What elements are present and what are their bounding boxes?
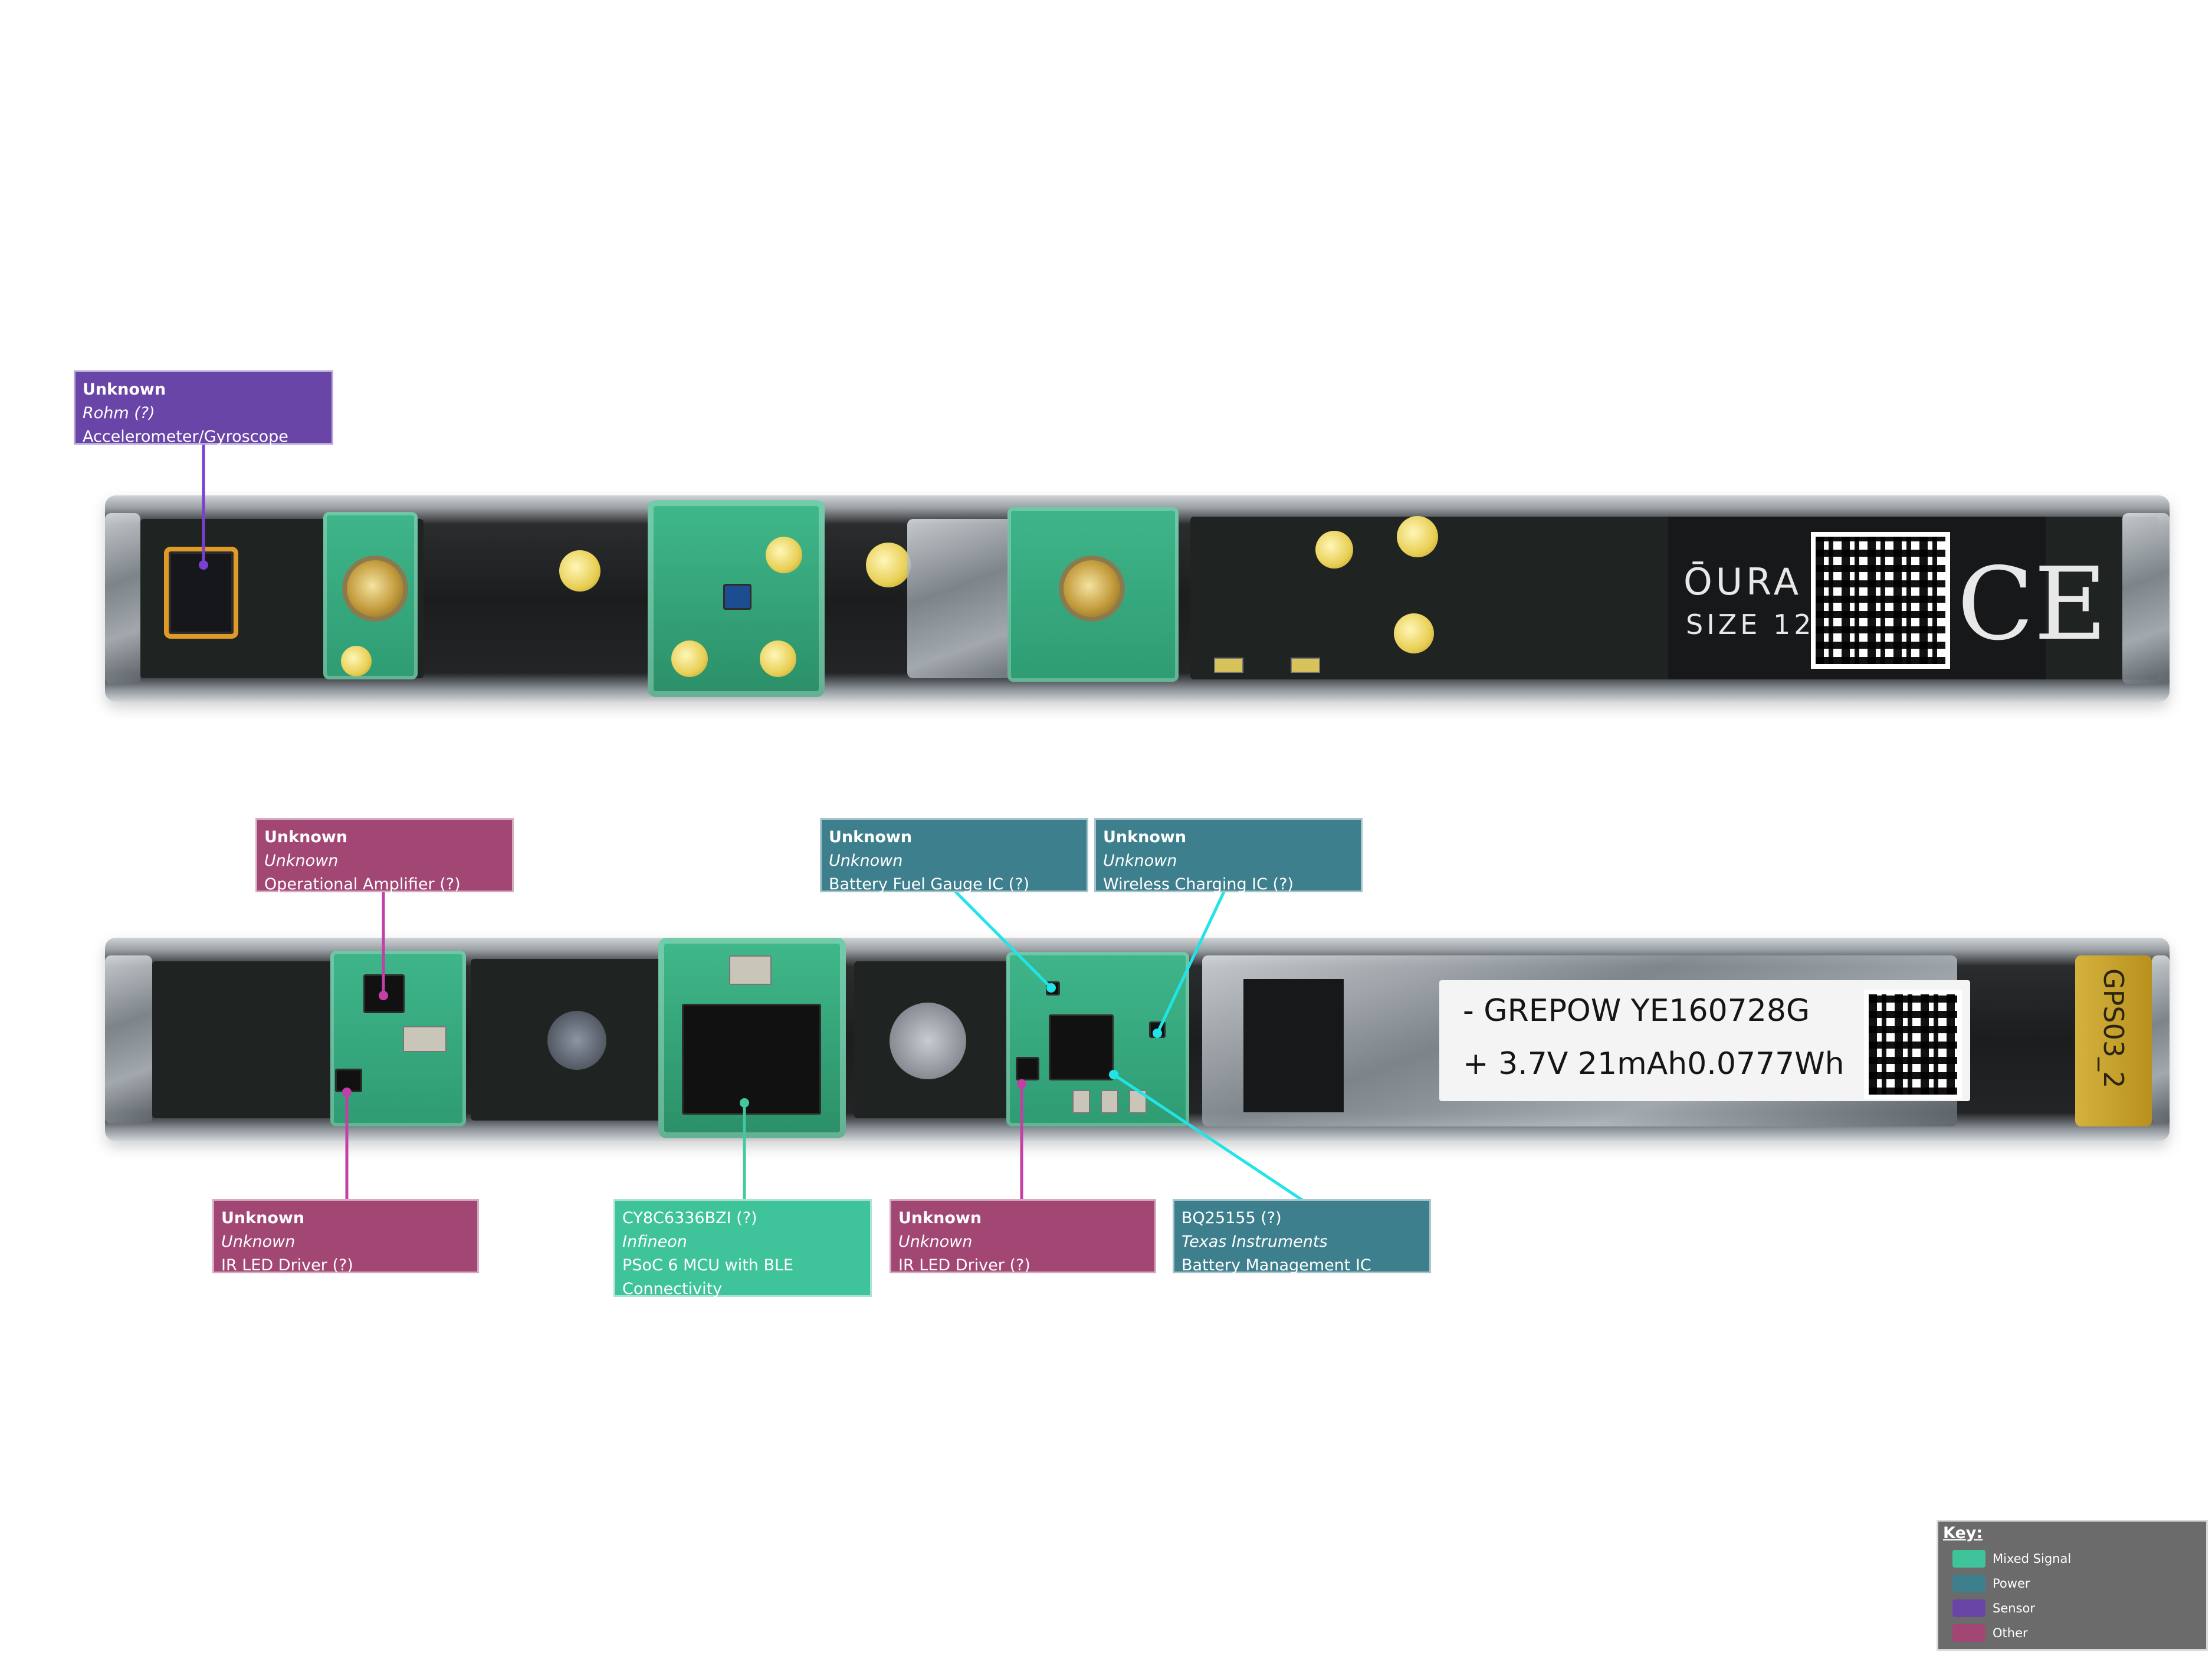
ce-mark: CE <box>1957 546 2108 663</box>
wireless-charging-chip <box>1149 1021 1166 1038</box>
key-item-other: Other <box>1952 1623 2028 1643</box>
top-pad-2 <box>559 550 600 592</box>
bottom-epoxy-dot-2 <box>890 1003 966 1079</box>
key-swatch-power <box>1952 1575 1985 1592</box>
battery-label: - GREPOW YE160728G + 3.7V 21mAh0.0777Wh <box>1439 980 1970 1101</box>
callout-mcu-function: PSoC 6 MCU with BLE Connectivity <box>622 1256 794 1298</box>
callout-ir-led-driver-2-function: IR LED Driver (?) <box>898 1256 1030 1274</box>
top-board-strip: ŌURA SIZE 12 CE <box>105 495 2170 702</box>
key-label-power: Power <box>1993 1576 2030 1591</box>
top-pad-6 <box>866 543 911 587</box>
callout-wireless-charging: Unknown Unknown Wireless Charging IC (?) <box>1094 818 1363 893</box>
callout-wireless-charging-maker: Unknown <box>1103 852 1177 870</box>
callout-fuel-gauge-name: Unknown <box>829 828 913 846</box>
ring-size-text: SIZE 12 <box>1686 609 1815 640</box>
top-pad-8 <box>1397 516 1438 557</box>
oura-logo-text: ŌURA <box>1683 560 1803 603</box>
callout-accelerometer: Unknown Rohm (?) Accelerometer/Gyroscope <box>74 370 333 446</box>
key-item-sensor: Sensor <box>1952 1598 2035 1618</box>
callout-op-amp: Unknown Unknown Operational Amplifier (?… <box>255 818 514 893</box>
callout-accelerometer-maker: Rohm (?) <box>83 404 155 422</box>
bottom-dark-pad <box>1243 979 1344 1112</box>
top-datamatrix-code <box>1811 532 1950 669</box>
callout-op-amp-name: Unknown <box>264 828 348 846</box>
top-pad-1 <box>341 646 372 676</box>
key-label-sensor: Sensor <box>1993 1601 2035 1615</box>
bottom-smd-3 <box>1129 1090 1147 1113</box>
battery-label-line-2: + 3.7V 21mAh0.0777Wh <box>1463 1046 1845 1082</box>
callout-accelerometer-function: Accelerometer/Gyroscope <box>83 428 288 446</box>
key-swatch-other <box>1952 1624 1985 1642</box>
callout-op-amp-maker: Unknown <box>264 852 339 870</box>
bottom-smd-2 <box>1101 1090 1118 1113</box>
bottom-crystal <box>403 1026 447 1052</box>
callout-ir-led-driver-1-function: IR LED Driver (?) <box>221 1256 353 1274</box>
top-pad-3 <box>766 537 802 573</box>
callout-ir-led-driver-1-maker: Unknown <box>221 1233 296 1251</box>
key-swatch-sensor <box>1952 1599 1985 1617</box>
callout-op-amp-function: Operational Amplifier (?) <box>264 875 461 893</box>
battery-qr-code <box>1864 990 1962 1099</box>
accelerometer-chip <box>169 551 234 634</box>
op-amp-chip <box>363 974 405 1013</box>
battery-tape: GPS03_2 <box>2075 955 2152 1126</box>
callout-mcu: CY8C6336BZI (?) Infineon PSoC 6 MCU with… <box>613 1199 872 1298</box>
callout-battery-management-maker: Texas Instruments <box>1182 1233 1328 1251</box>
key-item-mixed-signal: Mixed Signal <box>1952 1549 2071 1569</box>
callout-mcu-maker: Infineon <box>622 1233 687 1251</box>
top-gold-connector-2 <box>1064 560 1120 617</box>
callout-fuel-gauge-maker: Unknown <box>829 852 903 870</box>
bottom-board-strip: - GREPOW YE160728G + 3.7V 21mAh0.0777Wh … <box>105 938 2170 1141</box>
key-item-power: Power <box>1952 1573 2030 1594</box>
color-key: Key: Mixed Signal Power Sensor Other <box>1937 1520 2208 1651</box>
ir-led-driver-2-chip <box>1016 1057 1039 1080</box>
callout-fuel-gauge: Unknown Unknown Battery Fuel Gauge IC (?… <box>820 818 1088 893</box>
top-gold-connector-1 <box>347 560 403 617</box>
mcu-chip <box>682 1004 821 1115</box>
bottom-end-cap-right <box>2152 955 2170 1123</box>
callout-ir-led-driver-2-maker: Unknown <box>898 1233 973 1251</box>
bottom-smd-1 <box>1072 1090 1090 1113</box>
ir-led-driver-1-chip <box>335 1069 362 1092</box>
key-title: Key: <box>1943 1524 1983 1542</box>
bottom-end-cap-left <box>105 955 152 1123</box>
top-end-cap-left <box>105 513 140 684</box>
callout-ir-led-driver-2: Unknown Unknown IR LED Driver (?) <box>890 1199 1156 1274</box>
top-smd-pad-a <box>1214 658 1243 673</box>
key-swatch-mixed-signal <box>1952 1550 1985 1568</box>
callout-ir-led-driver-1: Unknown Unknown IR LED Driver (?) <box>212 1199 479 1274</box>
bottom-epoxy-dot-1 <box>547 1011 606 1070</box>
callout-wireless-charging-function: Wireless Charging IC (?) <box>1103 875 1294 893</box>
tape-code-text: GPS03_2 <box>2098 968 2129 1089</box>
callout-ir-led-driver-1-name: Unknown <box>221 1209 305 1227</box>
callout-battery-management-name: BQ25155 (?) <box>1182 1209 1282 1227</box>
battery-management-chip <box>1049 1014 1114 1080</box>
key-label-other: Other <box>1993 1626 2028 1640</box>
key-label-mixed-signal: Mixed Signal <box>1993 1552 2072 1566</box>
callout-battery-management: BQ25155 (?) Texas Instruments Battery Ma… <box>1173 1199 1431 1274</box>
top-optical-sensor <box>723 584 751 610</box>
top-smd-pad-b <box>1291 658 1320 673</box>
fuel-gauge-chip <box>1046 981 1060 996</box>
top-pad-5 <box>760 640 796 677</box>
callout-wireless-charging-name: Unknown <box>1103 828 1187 846</box>
top-pad-7 <box>1315 531 1353 569</box>
bottom-mcu-crystal <box>729 955 772 985</box>
callout-accelerometer-name: Unknown <box>83 380 166 399</box>
battery-label-line-1: - GREPOW YE160728G <box>1463 993 1810 1029</box>
top-pad-9 <box>1394 613 1434 653</box>
callout-battery-management-function: Battery Management IC <box>1182 1256 1371 1274</box>
top-end-cap-right <box>2122 513 2170 684</box>
callout-mcu-name: CY8C6336BZI (?) <box>622 1209 757 1227</box>
callout-fuel-gauge-function: Battery Fuel Gauge IC (?) <box>829 875 1030 893</box>
callout-ir-led-driver-2-name: Unknown <box>898 1209 982 1227</box>
top-pad-4 <box>671 640 708 677</box>
